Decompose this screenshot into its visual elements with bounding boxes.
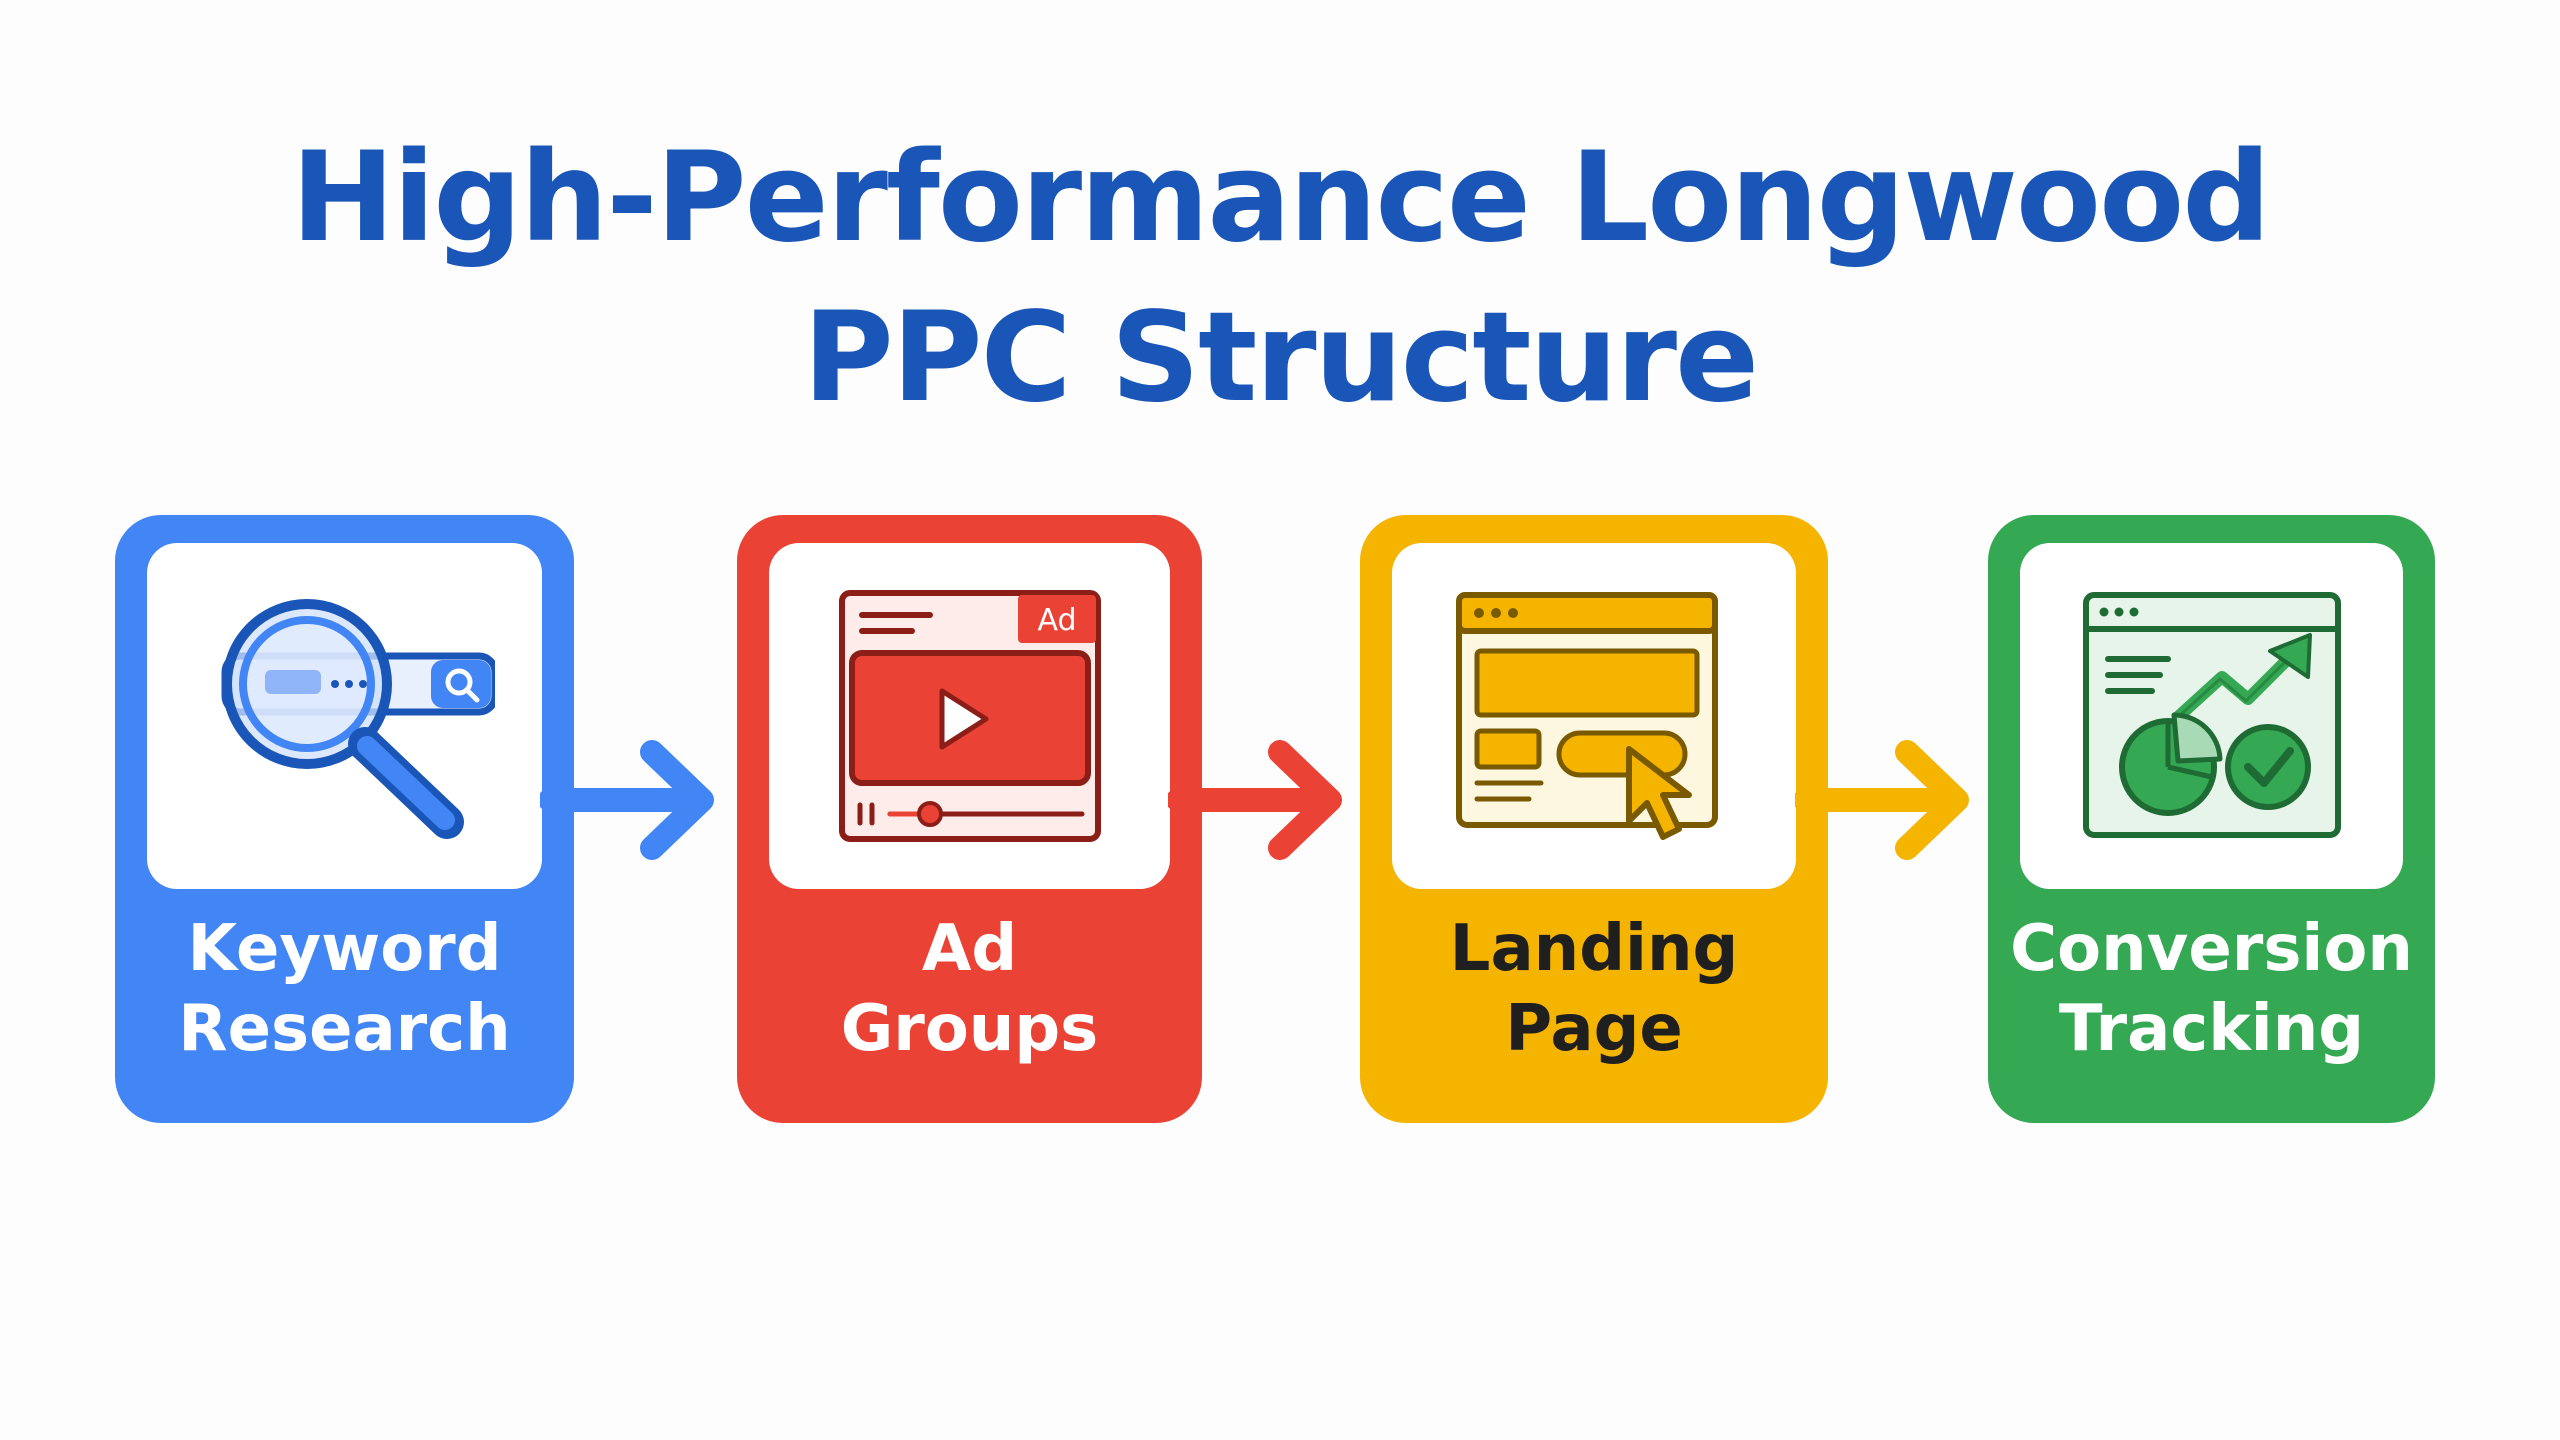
step-icon-panel xyxy=(1392,543,1796,889)
step-label-line-1: Conversion xyxy=(2010,912,2413,986)
step-conversion-tracking: Conversion Tracking xyxy=(1988,515,2435,1123)
page-title: High-Performance Longwood PPC Structure xyxy=(0,118,2560,438)
step-label-line-2: Page xyxy=(1505,992,1683,1066)
arrow-right-icon xyxy=(1168,740,1342,860)
step-label-line-2: Groups xyxy=(840,992,1099,1066)
arrow-right-icon xyxy=(1795,740,1969,860)
search-icon xyxy=(221,599,495,839)
arrow-right-icon xyxy=(540,740,714,860)
step-label: Ad Groups xyxy=(737,909,1202,1069)
ad-badge: Ad xyxy=(1037,603,1076,638)
video-ad-icon: Ad xyxy=(838,590,1101,842)
analytics-icon xyxy=(2082,592,2341,838)
title-line-1: High-Performance Longwood xyxy=(290,126,2271,270)
step-label-line-2: Tracking xyxy=(2058,992,2365,1066)
step-label: Landing Page xyxy=(1360,909,1828,1069)
step-label-line-2: Research xyxy=(178,992,511,1066)
landing-page-icon xyxy=(1456,592,1718,840)
title-line-2: PPC Structure xyxy=(802,286,1759,430)
step-label-line-1: Keyword xyxy=(187,912,502,986)
step-icon-panel xyxy=(2020,543,2403,889)
step-label: Keyword Research xyxy=(115,909,574,1069)
step-label: Conversion Tracking xyxy=(1988,909,2435,1069)
step-landing-page: Landing Page xyxy=(1360,515,1828,1123)
step-icon-panel xyxy=(147,543,542,889)
step-label-line-1: Landing xyxy=(1449,912,1739,986)
step-ad-groups: Ad Ad Groups xyxy=(737,515,1202,1123)
step-icon-panel: Ad xyxy=(769,543,1170,889)
step-keyword-research: Keyword Research xyxy=(115,515,574,1123)
step-label-line-1: Ad xyxy=(921,912,1018,986)
